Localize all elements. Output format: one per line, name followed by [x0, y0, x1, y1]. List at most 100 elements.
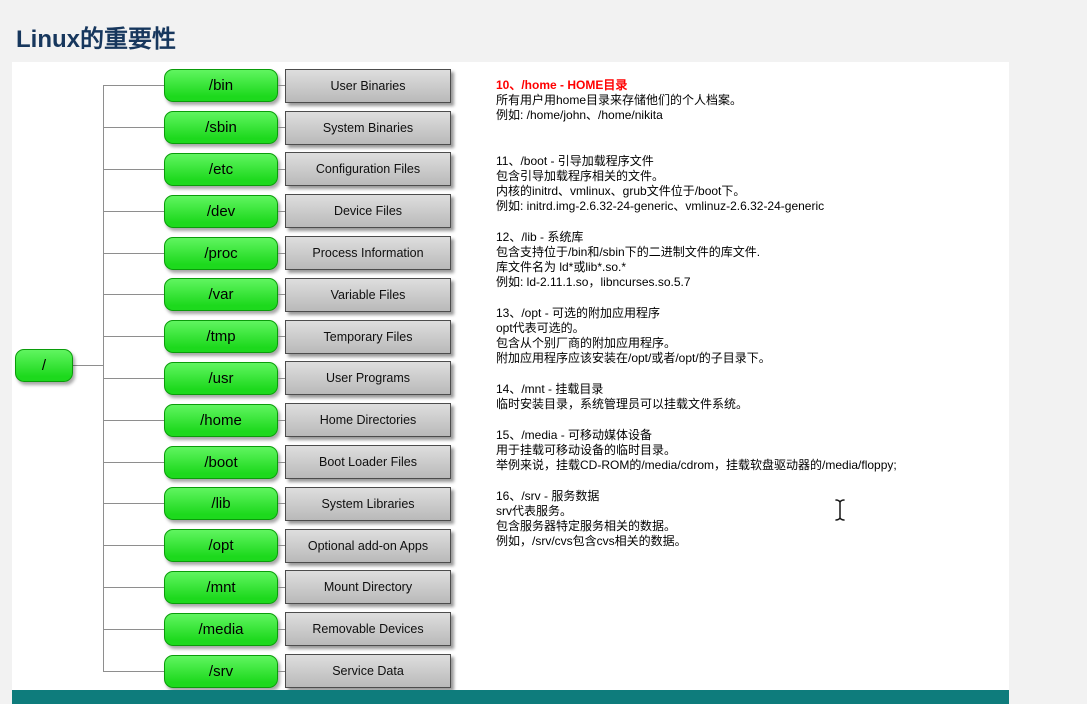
tree-row-srv: /srv Service Data [103, 650, 451, 692]
content-panel: / /bin User Binaries /sbin System Binari… [12, 62, 1009, 690]
branch-line [103, 377, 164, 379]
desc-box: Device Files [285, 194, 451, 229]
bottom-accent-bar [12, 690, 1009, 704]
dir-box: /dev [164, 194, 278, 228]
note-14-mnt: 14、/mnt - 挂载目录 临时安装目录，系统管理员可以挂载文件系统。 [496, 382, 1001, 412]
branch-line [103, 503, 164, 505]
desc-box: Variable Files [285, 277, 451, 312]
dir-box: /var [164, 278, 278, 312]
note-line: 例如，/srv/cvs包含cvs相关的数据。 [496, 534, 687, 548]
node-link-line [278, 210, 285, 212]
branch-line [103, 127, 164, 129]
note-10-home: 10、/home - HOME目录 所有用户用home目录来存储他们的个人档案。… [496, 78, 1001, 123]
note-16-srv: 16、/srv - 服务数据 srv代表服务。 包含服务器特定服务相关的数据。 … [496, 489, 1001, 549]
node-link-line [278, 168, 285, 170]
dir-box: /bin [164, 69, 278, 103]
dir-box: /boot [164, 445, 278, 479]
node-link-line [278, 377, 285, 379]
node-link-line [278, 294, 285, 296]
dir-box: /mnt [164, 570, 278, 604]
node-link-line [278, 503, 285, 505]
note-line: 附加应用程序应该安装在/opt/或者/opt/的子目录下。 [496, 351, 771, 365]
branch-line [103, 168, 164, 170]
node-link-line [278, 628, 285, 630]
note-line: opt代表可选的。 [496, 321, 585, 335]
note-heading: 15、/media - 可移动媒体设备 [496, 428, 653, 442]
branch-line [103, 545, 164, 547]
note-line: 所有用户用home目录来存储他们的个人档案。 [496, 93, 743, 107]
dir-box: /home [164, 403, 278, 437]
note-heading: 10、/home - HOME目录 [496, 78, 628, 92]
desc-box: Boot Loader Files [285, 445, 451, 480]
tree-trunk-line [103, 86, 104, 672]
branch-line [103, 461, 164, 463]
branch-line [103, 210, 164, 212]
tree-row-lib: /lib System Libraries [103, 483, 451, 525]
note-line: srv代表服务。 [496, 504, 572, 518]
branch-line [103, 252, 164, 254]
node-link-line [278, 586, 285, 588]
note-line: 例如: initrd.img-2.6.32-24-generic、vmlinuz… [496, 199, 825, 213]
root-node: / [15, 349, 73, 382]
note-line: 临时安装目录，系统管理员可以挂载文件系统。 [496, 397, 749, 411]
note-12-lib: 12、/lib - 系统库 包含支持位于/bin和/sbin下的二进制文件的库文… [496, 230, 1001, 290]
note-heading: 11、/boot - 引导加载程序文件 [496, 154, 654, 168]
notes-column: 10、/home - HOME目录 所有用户用home目录来存储他们的个人档案。… [496, 78, 1001, 565]
note-line: 包含从个别厂商的附加应用程序。 [496, 336, 677, 350]
desc-box: Optional add-on Apps [285, 528, 451, 563]
note-line: 包含引导加载程序相关的文件。 [496, 169, 665, 183]
root-connector-line [73, 365, 103, 366]
desc-box: Temporary Files [285, 319, 451, 354]
tree-row-usr: /usr User Programs [103, 358, 451, 400]
text-cursor-icon [835, 499, 845, 521]
dir-box: /lib [164, 487, 278, 521]
note-heading: 16、/srv - 服务数据 [496, 489, 600, 503]
desc-box: System Libraries [285, 486, 451, 521]
note-line: 例如: ld-2.11.1.so，libncurses.so.5.7 [496, 275, 691, 289]
node-link-line [278, 127, 285, 129]
branch-line [103, 419, 164, 421]
tree-row-proc: /proc Process Information [103, 232, 451, 274]
desc-box: Mount Directory [285, 570, 451, 605]
page-title: Linux的重要性 [16, 26, 176, 53]
branch-line [103, 294, 164, 296]
branch-line [103, 670, 164, 672]
tree-row-mnt: /mnt Mount Directory [103, 567, 451, 609]
tree-row-sbin: /sbin System Binaries [103, 107, 451, 149]
tree-row-bin: /bin User Binaries [103, 65, 451, 107]
dir-box: /tmp [164, 320, 278, 354]
tree-row-tmp: /tmp Temporary Files [103, 316, 451, 358]
note-line: 例如: /home/john、/home/nikita [496, 108, 663, 122]
tree-row-media: /media Removable Devices [103, 608, 451, 650]
node-link-line [278, 252, 285, 254]
node-link-line [278, 336, 285, 338]
note-line: 库文件名为 ld*或lib*.so.* [496, 260, 627, 274]
dir-box: /proc [164, 236, 278, 270]
desc-box: System Binaries [285, 110, 451, 145]
note-line: 举例来说，挂载CD-ROM的/media/cdrom，挂载软盘驱动器的/medi… [496, 458, 897, 472]
node-link-line [278, 85, 285, 87]
desc-box: Home Directories [285, 403, 451, 438]
branch-line [103, 628, 164, 630]
dir-box: /media [164, 612, 278, 646]
node-link-line [278, 419, 285, 421]
note-heading: 12、/lib - 系统库 [496, 230, 584, 244]
note-line: 内核的initrd、vmlinux、grub文件位于/boot下。 [496, 184, 746, 198]
tree-row-boot: /boot Boot Loader Files [103, 441, 451, 483]
tree-row-home: /home Home Directories [103, 399, 451, 441]
branch-line [103, 85, 164, 87]
tree-row-opt: /opt Optional add-on Apps [103, 525, 451, 567]
tree-row-etc: /etc Configuration Files [103, 149, 451, 191]
note-11-boot: 11、/boot - 引导加载程序文件 包含引导加载程序相关的文件。 内核的in… [496, 154, 1001, 214]
desc-box: User Programs [285, 361, 451, 396]
dir-box: /srv [164, 654, 278, 688]
dir-box: /usr [164, 361, 278, 395]
note-line: 包含支持位于/bin和/sbin下的二进制文件的库文件. [496, 245, 761, 259]
desc-box: Service Data [285, 654, 451, 689]
note-13-opt: 13、/opt - 可选的附加应用程序 opt代表可选的。 包含从个别厂商的附加… [496, 306, 1001, 366]
tree-row-var: /var Variable Files [103, 274, 451, 316]
note-line: 用于挂载可移动设备的临时目录。 [496, 443, 677, 457]
tree-rows: /bin User Binaries /sbin System Binaries… [103, 65, 451, 692]
desc-box: Removable Devices [285, 612, 451, 647]
dir-box: /opt [164, 529, 278, 563]
